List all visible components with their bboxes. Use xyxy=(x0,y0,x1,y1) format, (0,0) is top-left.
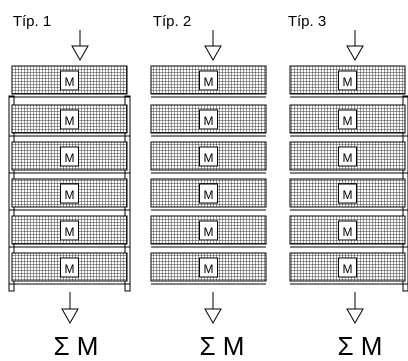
arrow-head xyxy=(204,45,222,62)
module-label-box xyxy=(338,109,357,130)
module: M xyxy=(150,65,267,98)
module-label: M xyxy=(343,114,353,128)
input-arrow xyxy=(204,30,222,62)
module-label: M xyxy=(65,151,75,165)
sum-label: Σ M xyxy=(200,331,245,361)
module: M xyxy=(289,252,408,285)
module-label-box xyxy=(60,183,79,204)
module: M xyxy=(150,215,267,248)
module: M xyxy=(289,141,408,174)
module-label-box xyxy=(199,183,218,204)
module-label: M xyxy=(204,151,214,165)
arrow-head xyxy=(346,45,364,62)
module-label: M xyxy=(343,225,353,239)
module-label: M xyxy=(65,188,75,202)
module-label-box xyxy=(199,257,218,278)
module-label: M xyxy=(343,262,353,276)
module-label-box xyxy=(338,183,357,204)
module: M xyxy=(150,178,267,211)
module-label-box xyxy=(60,257,79,278)
output-arrow xyxy=(346,292,364,325)
arrow-head xyxy=(61,308,79,325)
module-label-box xyxy=(338,220,357,241)
module: M xyxy=(9,252,130,285)
module: M xyxy=(9,65,130,98)
output-arrow xyxy=(204,292,222,325)
module-label: M xyxy=(65,225,75,239)
arrow-head xyxy=(71,45,89,62)
module-label: M xyxy=(65,114,75,128)
module: M xyxy=(289,215,408,248)
module-label: M xyxy=(204,114,214,128)
module-label: M xyxy=(204,225,214,239)
stack-type-2: Típ. 2 M M M M M M Σ M xyxy=(150,13,267,361)
module: M xyxy=(289,104,408,137)
module-label-box xyxy=(338,70,357,91)
module-label-box xyxy=(60,70,79,91)
module-label-box xyxy=(199,220,218,241)
input-arrow xyxy=(346,30,364,62)
module: M xyxy=(9,104,130,137)
module-label: M xyxy=(343,151,353,165)
module: M xyxy=(289,178,408,211)
sum-label: Σ M xyxy=(338,331,383,361)
module-label-box xyxy=(199,109,218,130)
module-label: M xyxy=(65,262,75,276)
sum-label: Σ M xyxy=(54,331,99,361)
arrow-head xyxy=(346,308,364,325)
module: M xyxy=(9,215,130,248)
module: M xyxy=(150,141,267,174)
type-label: Típ. 1 xyxy=(13,13,51,30)
module-label-box xyxy=(60,109,79,130)
input-arrow xyxy=(71,30,89,62)
module: M xyxy=(289,65,408,98)
type-label: Típ. 2 xyxy=(153,13,191,30)
arrow-head xyxy=(204,308,222,325)
module-label: M xyxy=(204,188,214,202)
module-label-box xyxy=(338,146,357,167)
stack-type-3: Típ. 3 M M M M M M Σ M xyxy=(288,13,408,361)
module-label: M xyxy=(204,75,214,89)
module-label: M xyxy=(204,262,214,276)
module-label: M xyxy=(343,75,353,89)
module-label: M xyxy=(343,188,353,202)
module-label-box xyxy=(60,146,79,167)
module-label-box xyxy=(60,220,79,241)
module: M xyxy=(9,141,130,174)
module: M xyxy=(9,178,130,211)
stack-type-1: Típ. 1 M M M M M M Σ M xyxy=(8,13,131,361)
module-label-box xyxy=(199,146,218,167)
module: M xyxy=(150,252,267,285)
module: M xyxy=(150,104,267,137)
type-label: Típ. 3 xyxy=(288,13,326,30)
module-label-box xyxy=(199,70,218,91)
output-arrow xyxy=(61,292,79,325)
module-label-box xyxy=(338,257,357,278)
module-label: M xyxy=(65,75,75,89)
